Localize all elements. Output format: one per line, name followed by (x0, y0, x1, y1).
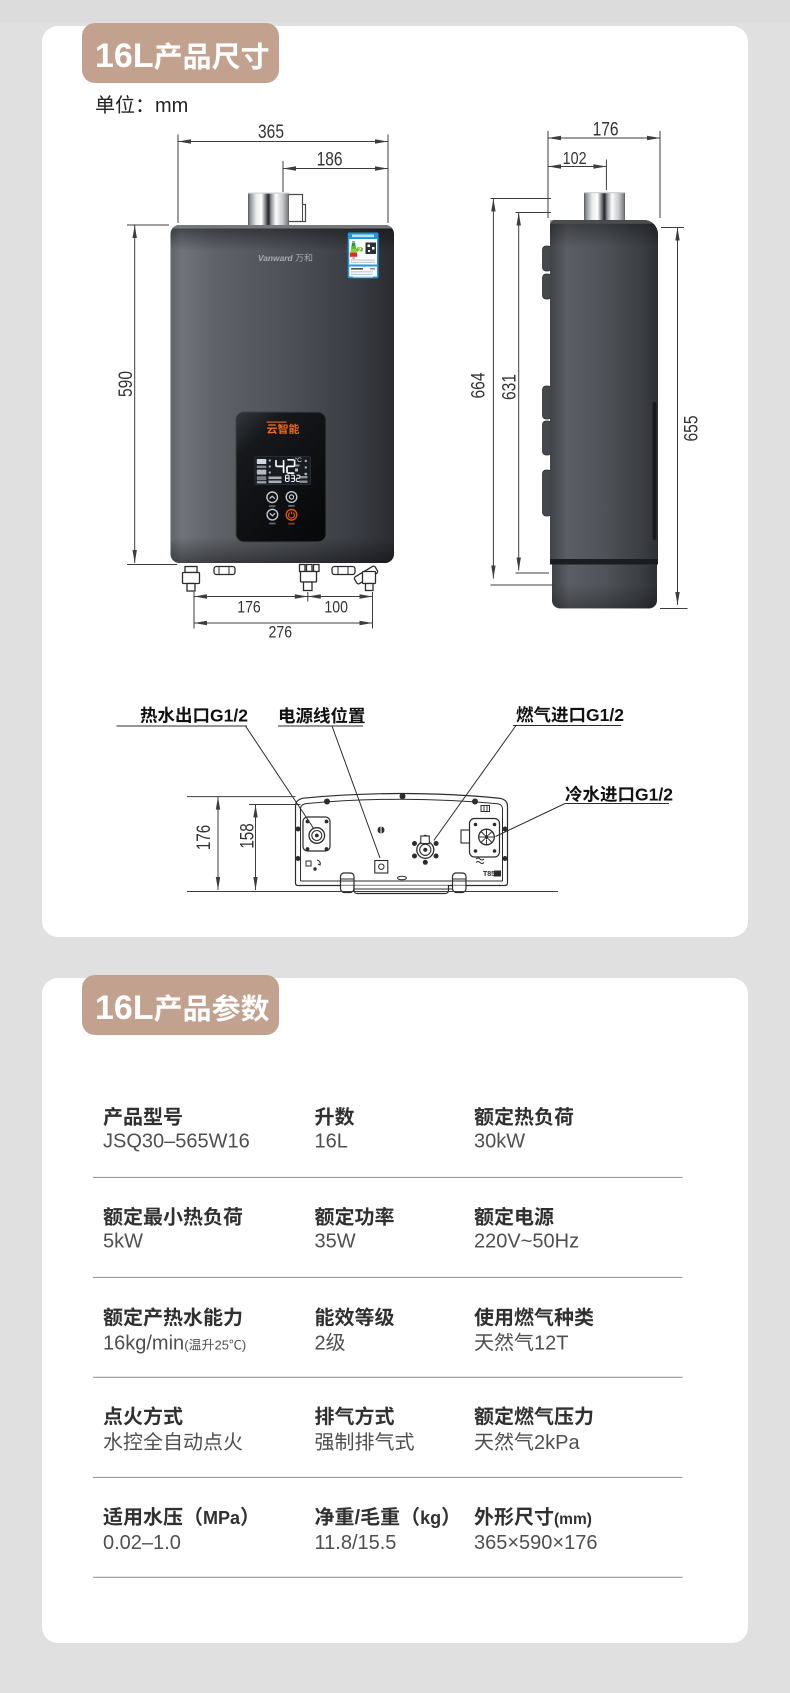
svg-text:220V~50Hz: 220V~50Hz (474, 1231, 579, 1253)
svg-text:12T: 12T (534, 1333, 568, 1355)
svg-text:176: 176 (192, 825, 214, 850)
svg-text:664: 664 (467, 372, 489, 398)
svg-text:kg: kg (420, 1508, 441, 1528)
svg-text:655: 655 (680, 415, 702, 441)
svg-text:2: 2 (315, 1333, 326, 1355)
svg-text:G1/2: G1/2 (635, 785, 673, 805)
svg-text:176: 176 (237, 598, 261, 616)
svg-text:25: 25 (215, 1338, 229, 1353)
svg-text:(mm): (mm) (554, 1511, 592, 1528)
svg-text:/: / (355, 1507, 361, 1529)
svg-text:176: 176 (593, 118, 619, 140)
svg-text:(: ( (184, 1338, 189, 1353)
svg-text:16L: 16L (315, 1131, 348, 1153)
svg-text:631: 631 (498, 374, 520, 400)
svg-text:16L: 16L (95, 37, 154, 75)
svg-text:16L: 16L (95, 989, 154, 1027)
svg-text:2kPa: 2kPa (534, 1432, 580, 1454)
svg-text:100: 100 (324, 598, 348, 616)
svg-text:16kg/min: 16kg/min (103, 1333, 184, 1355)
svg-text:0.02–1.0: 0.02–1.0 (103, 1532, 181, 1554)
svg-text:): ) (242, 1338, 246, 1353)
svg-text:365×590×176: 365×590×176 (474, 1532, 597, 1554)
svg-text:186: 186 (317, 148, 343, 170)
svg-text:T85: T85 (483, 871, 495, 878)
svg-text:35W: 35W (315, 1231, 356, 1253)
svg-text:°C: °C (295, 456, 303, 464)
svg-text:G1/2: G1/2 (210, 706, 248, 726)
svg-text:JSQ30–565W16: JSQ30–565W16 (103, 1131, 250, 1153)
svg-text:mm: mm (155, 95, 188, 117)
svg-text:158: 158 (236, 823, 258, 848)
svg-text:Vanward: Vanward (258, 253, 293, 263)
svg-text:590: 590 (114, 371, 136, 397)
svg-text:5kW: 5kW (103, 1231, 143, 1253)
svg-text:2: 2 (358, 248, 362, 254)
svg-text:102: 102 (563, 150, 587, 169)
svg-text:11.8/15.5: 11.8/15.5 (315, 1532, 397, 1554)
svg-text:276: 276 (269, 623, 293, 641)
svg-text:MPa: MPa (203, 1508, 241, 1528)
svg-text:G1/2: G1/2 (586, 705, 624, 725)
svg-text:30kW: 30kW (474, 1131, 525, 1153)
svg-text:365: 365 (258, 121, 284, 143)
